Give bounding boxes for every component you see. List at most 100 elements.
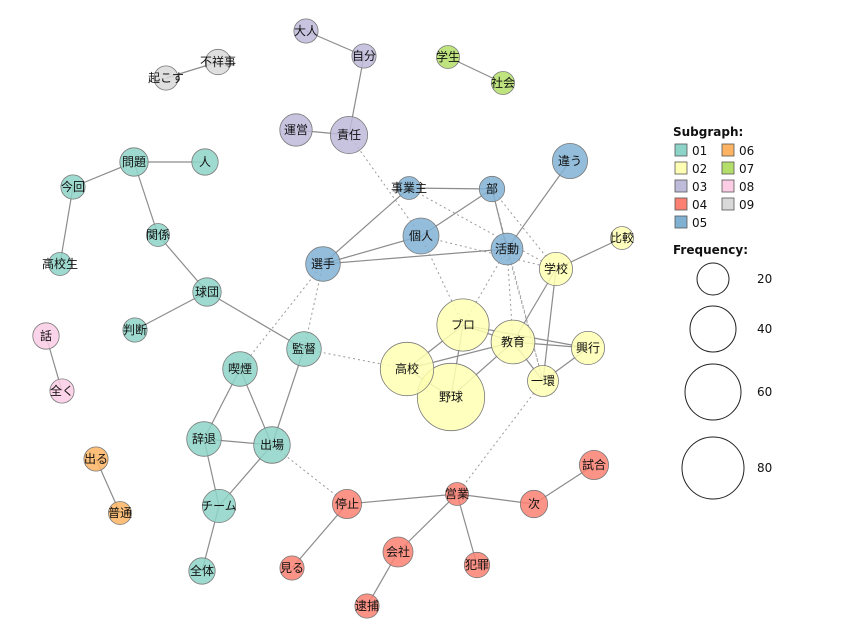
subgraph-key-09: 09 [721, 197, 754, 212]
node-label: 監督 [292, 341, 316, 356]
node-全体[interactable]: 全体 [188, 557, 216, 585]
node-circle [48, 252, 72, 276]
node-教育[interactable]: 教育 [490, 319, 536, 365]
node-label: プロ [451, 318, 475, 332]
frequency-key-80: 80 [681, 436, 772, 500]
node-活動[interactable]: 活動 [490, 232, 524, 266]
node-label: 責任 [337, 128, 361, 142]
node-営業[interactable]: 営業 [445, 482, 469, 506]
node-犯罪[interactable]: 犯罪 [463, 551, 491, 579]
node-話[interactable]: 話 [32, 322, 60, 350]
node-不祥事[interactable]: 不祥事 [200, 48, 236, 76]
subgraph-key-08: 08 [721, 179, 754, 194]
node-label: 全く [50, 383, 74, 398]
node-高校[interactable]: 高校 [379, 341, 435, 397]
node-学校[interactable]: 学校 [539, 251, 574, 286]
node-プロ[interactable]: プロ [436, 298, 490, 352]
node-次[interactable]: 次 [519, 489, 549, 519]
node-責任[interactable]: 責任 [329, 116, 368, 155]
node-circle [579, 449, 610, 480]
node-監督[interactable]: 監督 [286, 331, 322, 367]
node-停止[interactable]: 停止 [331, 488, 362, 519]
node-label: 教育 [501, 334, 525, 349]
node-大人[interactable]: 大人 [293, 18, 319, 44]
node-見る[interactable]: 見る [279, 555, 305, 581]
node-出る[interactable]: 出る [83, 446, 109, 472]
subgraph-key-01: 01 [674, 143, 707, 158]
node-label: 試合 [582, 457, 606, 472]
subgraph-label: 05 [692, 216, 707, 230]
node-逮捕[interactable]: 逮捕 [354, 593, 380, 619]
node-部[interactable]: 部 [478, 175, 506, 203]
node-個人[interactable]: 個人 [402, 217, 440, 255]
node-判断[interactable]: 判断 [122, 317, 148, 343]
frequency-label: 20 [757, 272, 772, 286]
node-circle [552, 142, 589, 179]
node-一環[interactable]: 一環 [527, 365, 559, 397]
edge-活動-違う [506, 160, 571, 250]
node-全く[interactable]: 全く [49, 378, 75, 404]
node-違う[interactable]: 違う [552, 142, 589, 179]
node-普通[interactable]: 普通 [108, 501, 132, 525]
edge-学校-一環 [542, 268, 557, 382]
node-label: 今回 [61, 179, 85, 194]
node-今回[interactable]: 今回 [60, 174, 86, 200]
node-label: 活動 [495, 242, 519, 256]
node-試合[interactable]: 試合 [579, 449, 610, 480]
subgraph-label: 08 [739, 180, 754, 194]
node-circle [436, 45, 460, 69]
node-球団[interactable]: 球団 [192, 277, 222, 307]
node-自分[interactable]: 自分 [351, 43, 377, 69]
node-circle [146, 223, 170, 247]
node-circle [519, 489, 549, 519]
node-label: 起こす [148, 71, 184, 85]
node-辞退[interactable]: 辞退 [186, 421, 222, 457]
node-学生[interactable]: 学生 [436, 45, 460, 69]
node-事業主[interactable]: 事業主 [391, 176, 427, 200]
subgraph-label: 07 [739, 162, 754, 176]
frequency-circle [681, 436, 745, 500]
frequency-circle [684, 363, 742, 421]
node-circle [279, 113, 313, 147]
subgraph-key-07: 07 [721, 161, 754, 176]
subgraph-swatch [721, 179, 735, 193]
node-社会[interactable]: 社会 [491, 71, 515, 95]
node-label: 営業 [445, 487, 469, 501]
node-比較[interactable]: 比較 [610, 226, 634, 250]
node-label: 会社 [386, 544, 410, 559]
subgraph-swatch [674, 197, 688, 211]
node-label: 見る [280, 561, 304, 575]
node-circle [119, 147, 149, 177]
node-選手[interactable]: 選手 [305, 246, 341, 282]
subgraph-key-02: 02 [674, 161, 707, 176]
subgraph-legend-title: Subgraph: [673, 125, 743, 139]
node-circle [354, 593, 380, 619]
subgraph-swatch [721, 161, 735, 175]
node-起こす[interactable]: 起こす [148, 65, 184, 91]
node-興行[interactable]: 興行 [571, 330, 606, 365]
node-問題[interactable]: 問題 [119, 147, 149, 177]
node-会社[interactable]: 会社 [382, 536, 414, 568]
node-出場[interactable]: 出場 [253, 426, 291, 464]
edge-事業主-部 [408, 187, 493, 190]
node-label: 出る [84, 452, 108, 466]
frequency-circle [689, 305, 737, 353]
node-野球[interactable]: 野球 [416, 362, 486, 432]
node-高校生[interactable]: 高校生 [42, 252, 78, 276]
frequency-circle [696, 262, 730, 296]
node-チーム[interactable]: チーム [201, 488, 237, 523]
frequency-key-20: 20 [696, 262, 772, 296]
node-label: 違う [558, 154, 582, 168]
node-label: 社会 [491, 75, 515, 90]
edge-責任-個人 [348, 134, 422, 237]
node-運営[interactable]: 運営 [279, 113, 313, 147]
node-関係[interactable]: 関係 [146, 223, 170, 247]
node-label: 出場 [260, 438, 284, 452]
node-label: 部 [486, 181, 498, 196]
frequency-key-60: 60 [684, 363, 772, 421]
node-人[interactable]: 人 [191, 148, 219, 176]
node-喫煙[interactable]: 喫煙 [222, 351, 258, 387]
node-circle [186, 421, 222, 457]
